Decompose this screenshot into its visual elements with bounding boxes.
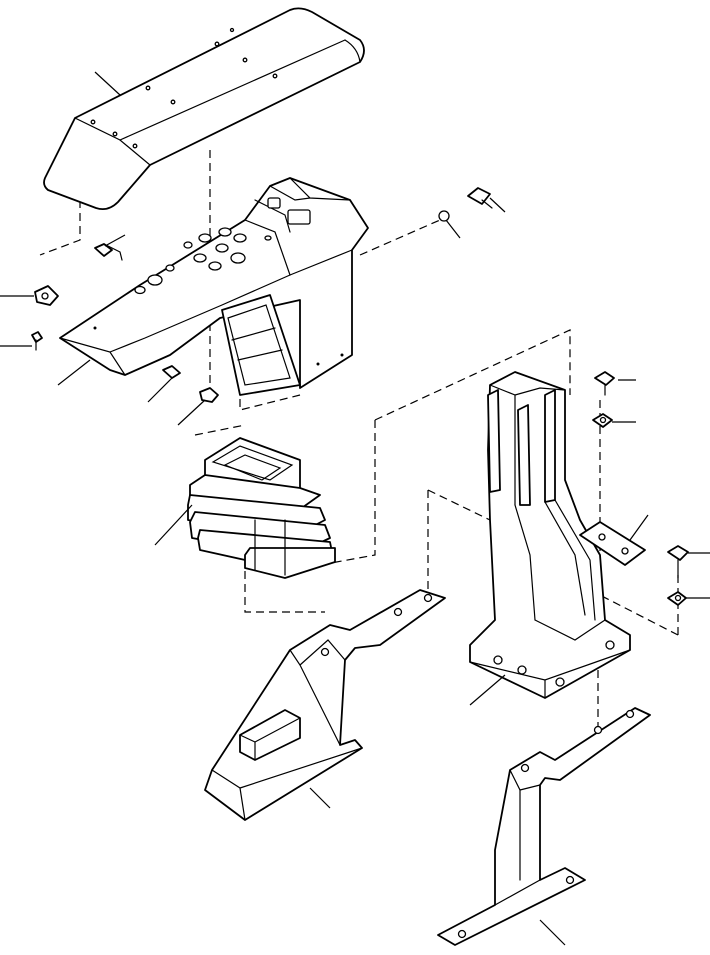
right-plate-and-bolts [579,371,689,606]
rubber-boot [187,437,336,579]
left-mounting-bracket [204,589,446,821]
center-pedestal [469,371,631,699]
leader-lines [0,71,710,946]
console-body [59,177,369,396]
armrest-cushion [43,7,365,211]
console-fasteners [31,187,493,403]
right-mounting-bracket [437,707,651,946]
